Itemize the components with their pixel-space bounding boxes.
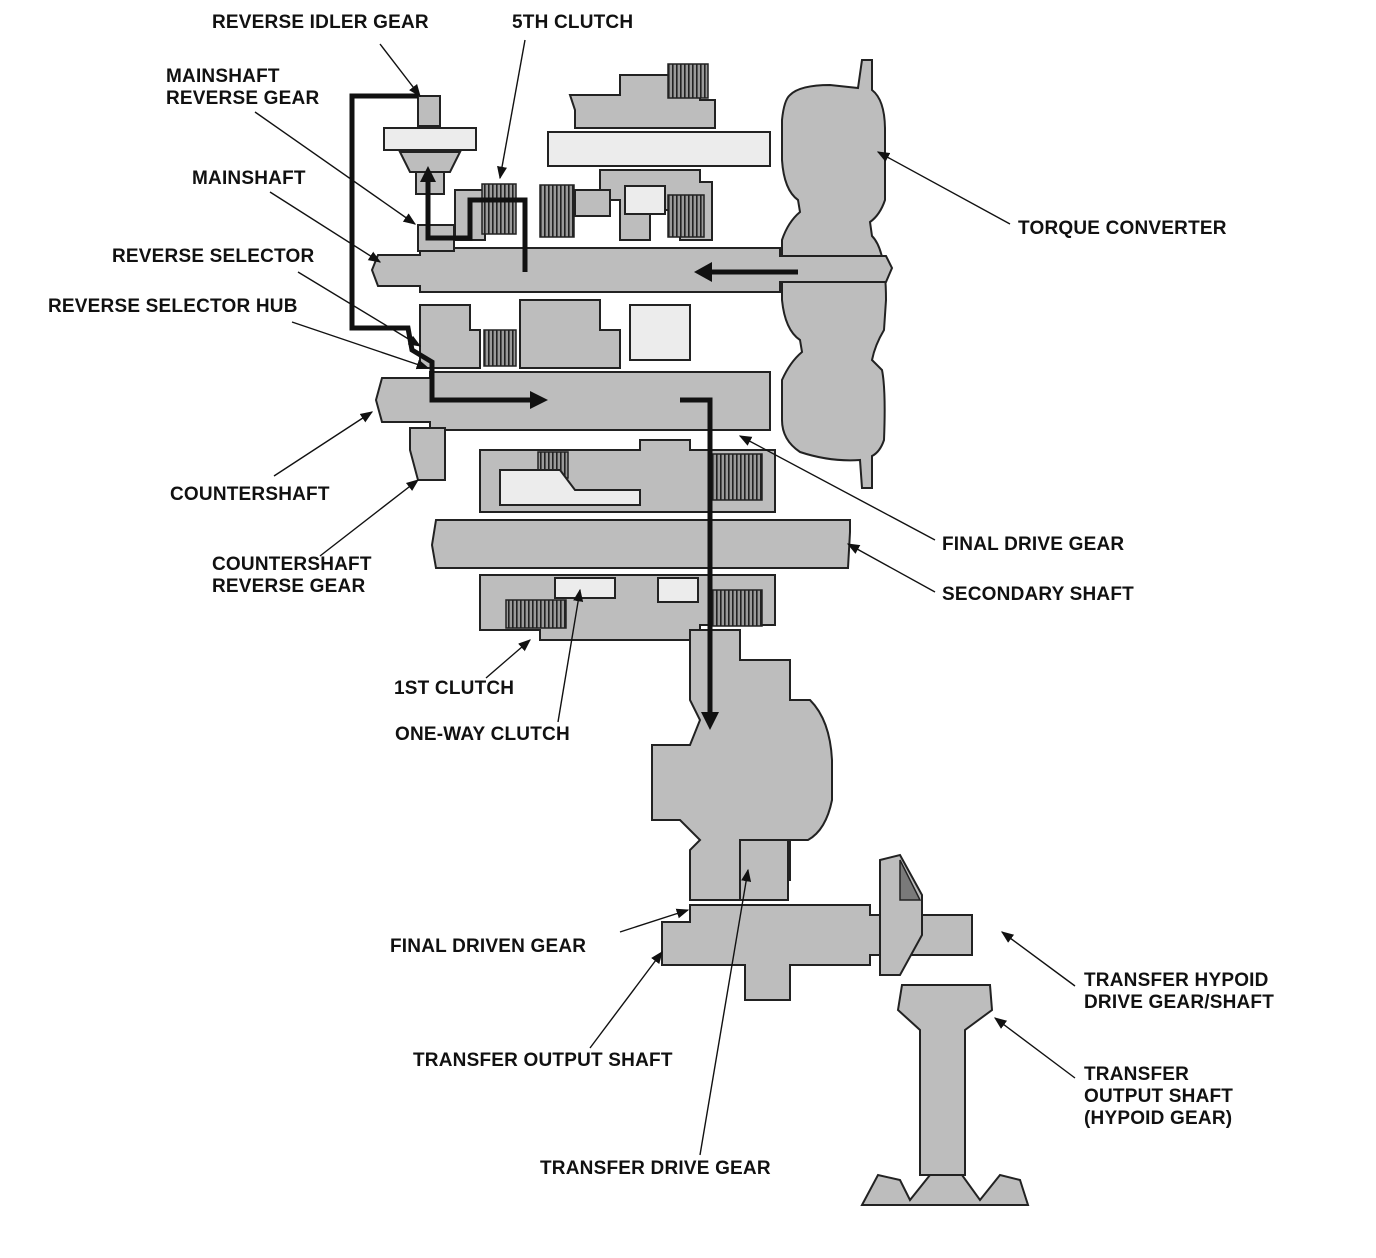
label-transfer-output-hypoid-line1: TRANSFER	[1084, 1064, 1190, 1085]
leader-transfer-hypoid-drive	[1000, 931, 1076, 987]
label-reverse-selector: REVERSE SELECTOR	[112, 246, 315, 267]
leader-one-way-clutch	[557, 588, 584, 723]
label-countershaft-reverse-gear-line2: REVERSE GEAR	[212, 576, 366, 597]
mainshaft-gear-stack	[454, 63, 771, 241]
label-countershaft: COUNTERSHAFT	[170, 484, 330, 505]
label-mainshaft: MAINSHAFT	[192, 168, 306, 189]
leader-final-driven-gear	[619, 908, 690, 933]
label-transfer-output-hypoid-line3: (HYPOID GEAR)	[1084, 1108, 1233, 1129]
label-transfer-output-hypoid-line2: OUTPUT SHAFT	[1084, 1086, 1234, 1107]
leader-torque-converter	[876, 151, 1011, 225]
differential-housing	[651, 629, 833, 901]
secondary-shaft-assembly	[430, 439, 851, 641]
leader-transfer-drive-gear	[699, 868, 752, 1156]
label-transfer-drive-gear: TRANSFER DRIVE GEAR	[540, 1158, 771, 1179]
leader-mainshaft	[269, 191, 382, 263]
leader-secondary-shaft	[846, 543, 936, 593]
label-final-driven-gear: FINAL DRIVEN GEAR	[390, 936, 587, 957]
leader-final-drive-gear	[738, 435, 936, 541]
reverse-power-flow-path	[349, 93, 798, 730]
label-one-way-clutch: ONE-WAY CLUTCH	[395, 724, 570, 745]
leader-transfer-output-shaft	[589, 950, 663, 1049]
leader-countershaft-reverse-gear	[319, 479, 419, 557]
label-first-clutch: 1ST CLUTCH	[394, 678, 515, 699]
leader-transfer-output-hypoid	[993, 1017, 1076, 1079]
countershaft-gear-row	[419, 299, 691, 369]
label-final-drive-gear: FINAL DRIVE GEAR	[942, 534, 1125, 555]
label-fifth-clutch: 5TH CLUTCH	[512, 12, 634, 33]
transfer-hypoid-drive-gear	[879, 853, 923, 976]
leader-reverse-idler-gear	[379, 43, 421, 97]
leader-first-clutch	[485, 639, 531, 679]
label-mainshaft-reverse-gear-line2: REVERSE GEAR	[166, 88, 320, 109]
label-transfer-hypoid-drive-line1: TRANSFER HYPOID	[1084, 970, 1269, 991]
leader-lines	[254, 39, 1076, 1156]
label-mainshaft-reverse-gear-line1: MAINSHAFT	[166, 66, 280, 87]
label-reverse-selector-hub: REVERSE SELECTOR HUB	[48, 296, 298, 317]
leader-reverse-selector	[297, 271, 422, 347]
leader-fifth-clutch	[497, 39, 526, 180]
label-reverse-idler-gear: REVERSE IDLER GEAR	[212, 12, 429, 33]
leader-countershaft	[273, 411, 374, 477]
label-secondary-shaft: SECONDARY SHAFT	[942, 584, 1134, 605]
label-transfer-output-shaft: TRANSFER OUTPUT SHAFT	[413, 1050, 673, 1071]
leader-mainshaft-reverse-gear	[254, 111, 417, 225]
mainshaft-body	[370, 224, 894, 293]
label-torque-converter: TORQUE CONVERTER	[1018, 218, 1227, 239]
label-countershaft-reverse-gear-line1: COUNTERSHAFT	[212, 554, 372, 575]
leader-reverse-selector-hub	[291, 321, 430, 370]
fifth-clutch-pack	[481, 183, 517, 235]
transfer-output-hypoid-shaft	[860, 984, 1030, 1206]
label-transfer-hypoid-drive-line2: DRIVE GEAR/SHAFT	[1084, 992, 1275, 1013]
